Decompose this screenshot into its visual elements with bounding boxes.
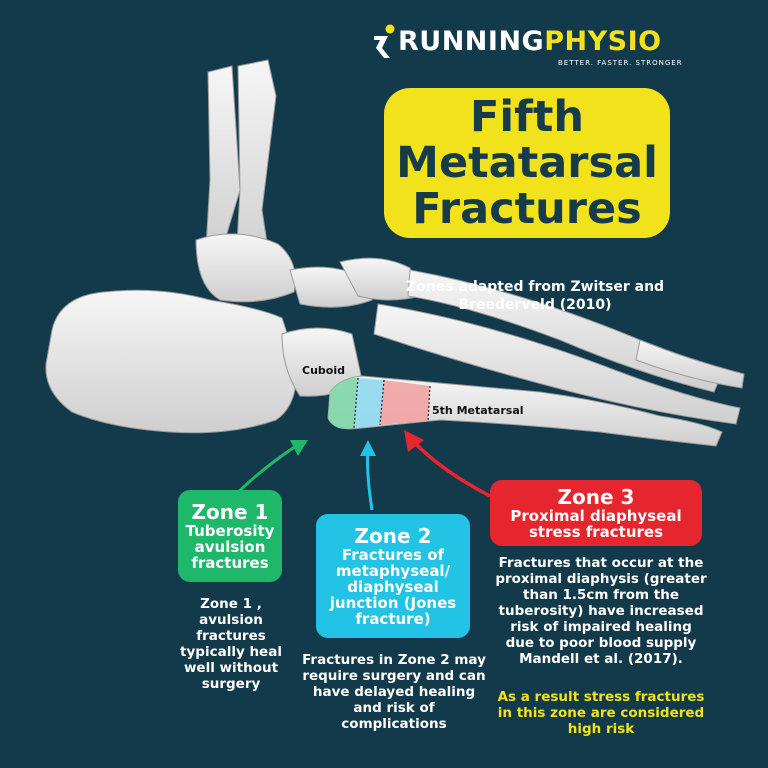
zone-3-description: Fractures that occur at the proximal dia… (495, 555, 707, 667)
logo: RUNNINGPHYSIO BETTER. FASTER. STRONGER (370, 24, 710, 74)
title-line-3: Fractures (412, 184, 642, 234)
logo-tagline: BETTER. FASTER. STRONGER (558, 59, 683, 67)
zone-3-subtitle: Proximal diaphyseal stress fractures (510, 507, 682, 541)
zone-2-arrow (366, 451, 374, 511)
zone-3-note: As a result stress fractures in this zon… (497, 689, 705, 737)
zone-1-overlay (328, 378, 358, 429)
logo-brand-right: PHYSIO (544, 26, 662, 57)
title-box: Fifth Metatarsal Fractures (384, 88, 670, 238)
zone-2-overlay (354, 378, 384, 428)
zone-2-title: Zone 2 (354, 524, 432, 548)
zone-2-description: Fractures in Zone 2 may require surgery … (302, 652, 486, 732)
logo-brand-left: RUNNING (398, 26, 545, 57)
zone-1-badge: Zone 1 Tuberosity avulsion fractures (178, 490, 282, 582)
title-line-1: Fifth (470, 92, 584, 142)
zone-1-description: Zone 1 , avulsion fractures typically he… (180, 596, 282, 692)
zone-1-subtitle: Tuberosity avulsion fractures (185, 522, 275, 572)
zone-3-arrow (410, 438, 491, 498)
subtitle: Zones adapted from Zwitser and Breederve… (405, 279, 665, 313)
zone-3-badge: Zone 3 Proximal diaphyseal stress fractu… (490, 480, 702, 546)
cuboid-label: Cuboid (302, 364, 345, 377)
zone-3-title: Zone 3 (557, 485, 635, 509)
runner-icon (374, 24, 395, 58)
zone-2-subtitle: Fractures of metaphyseal/ diaphyseal jun… (329, 546, 457, 628)
fifth-metatarsal-label: 5th Metatarsal (432, 404, 524, 417)
zone-3-overlay (380, 380, 430, 425)
title-line-2: Metatarsal (396, 138, 658, 188)
zone-1-title: Zone 1 (191, 500, 269, 524)
zone-2-badge: Zone 2 Fractures of metaphyseal/ diaphys… (316, 514, 470, 638)
